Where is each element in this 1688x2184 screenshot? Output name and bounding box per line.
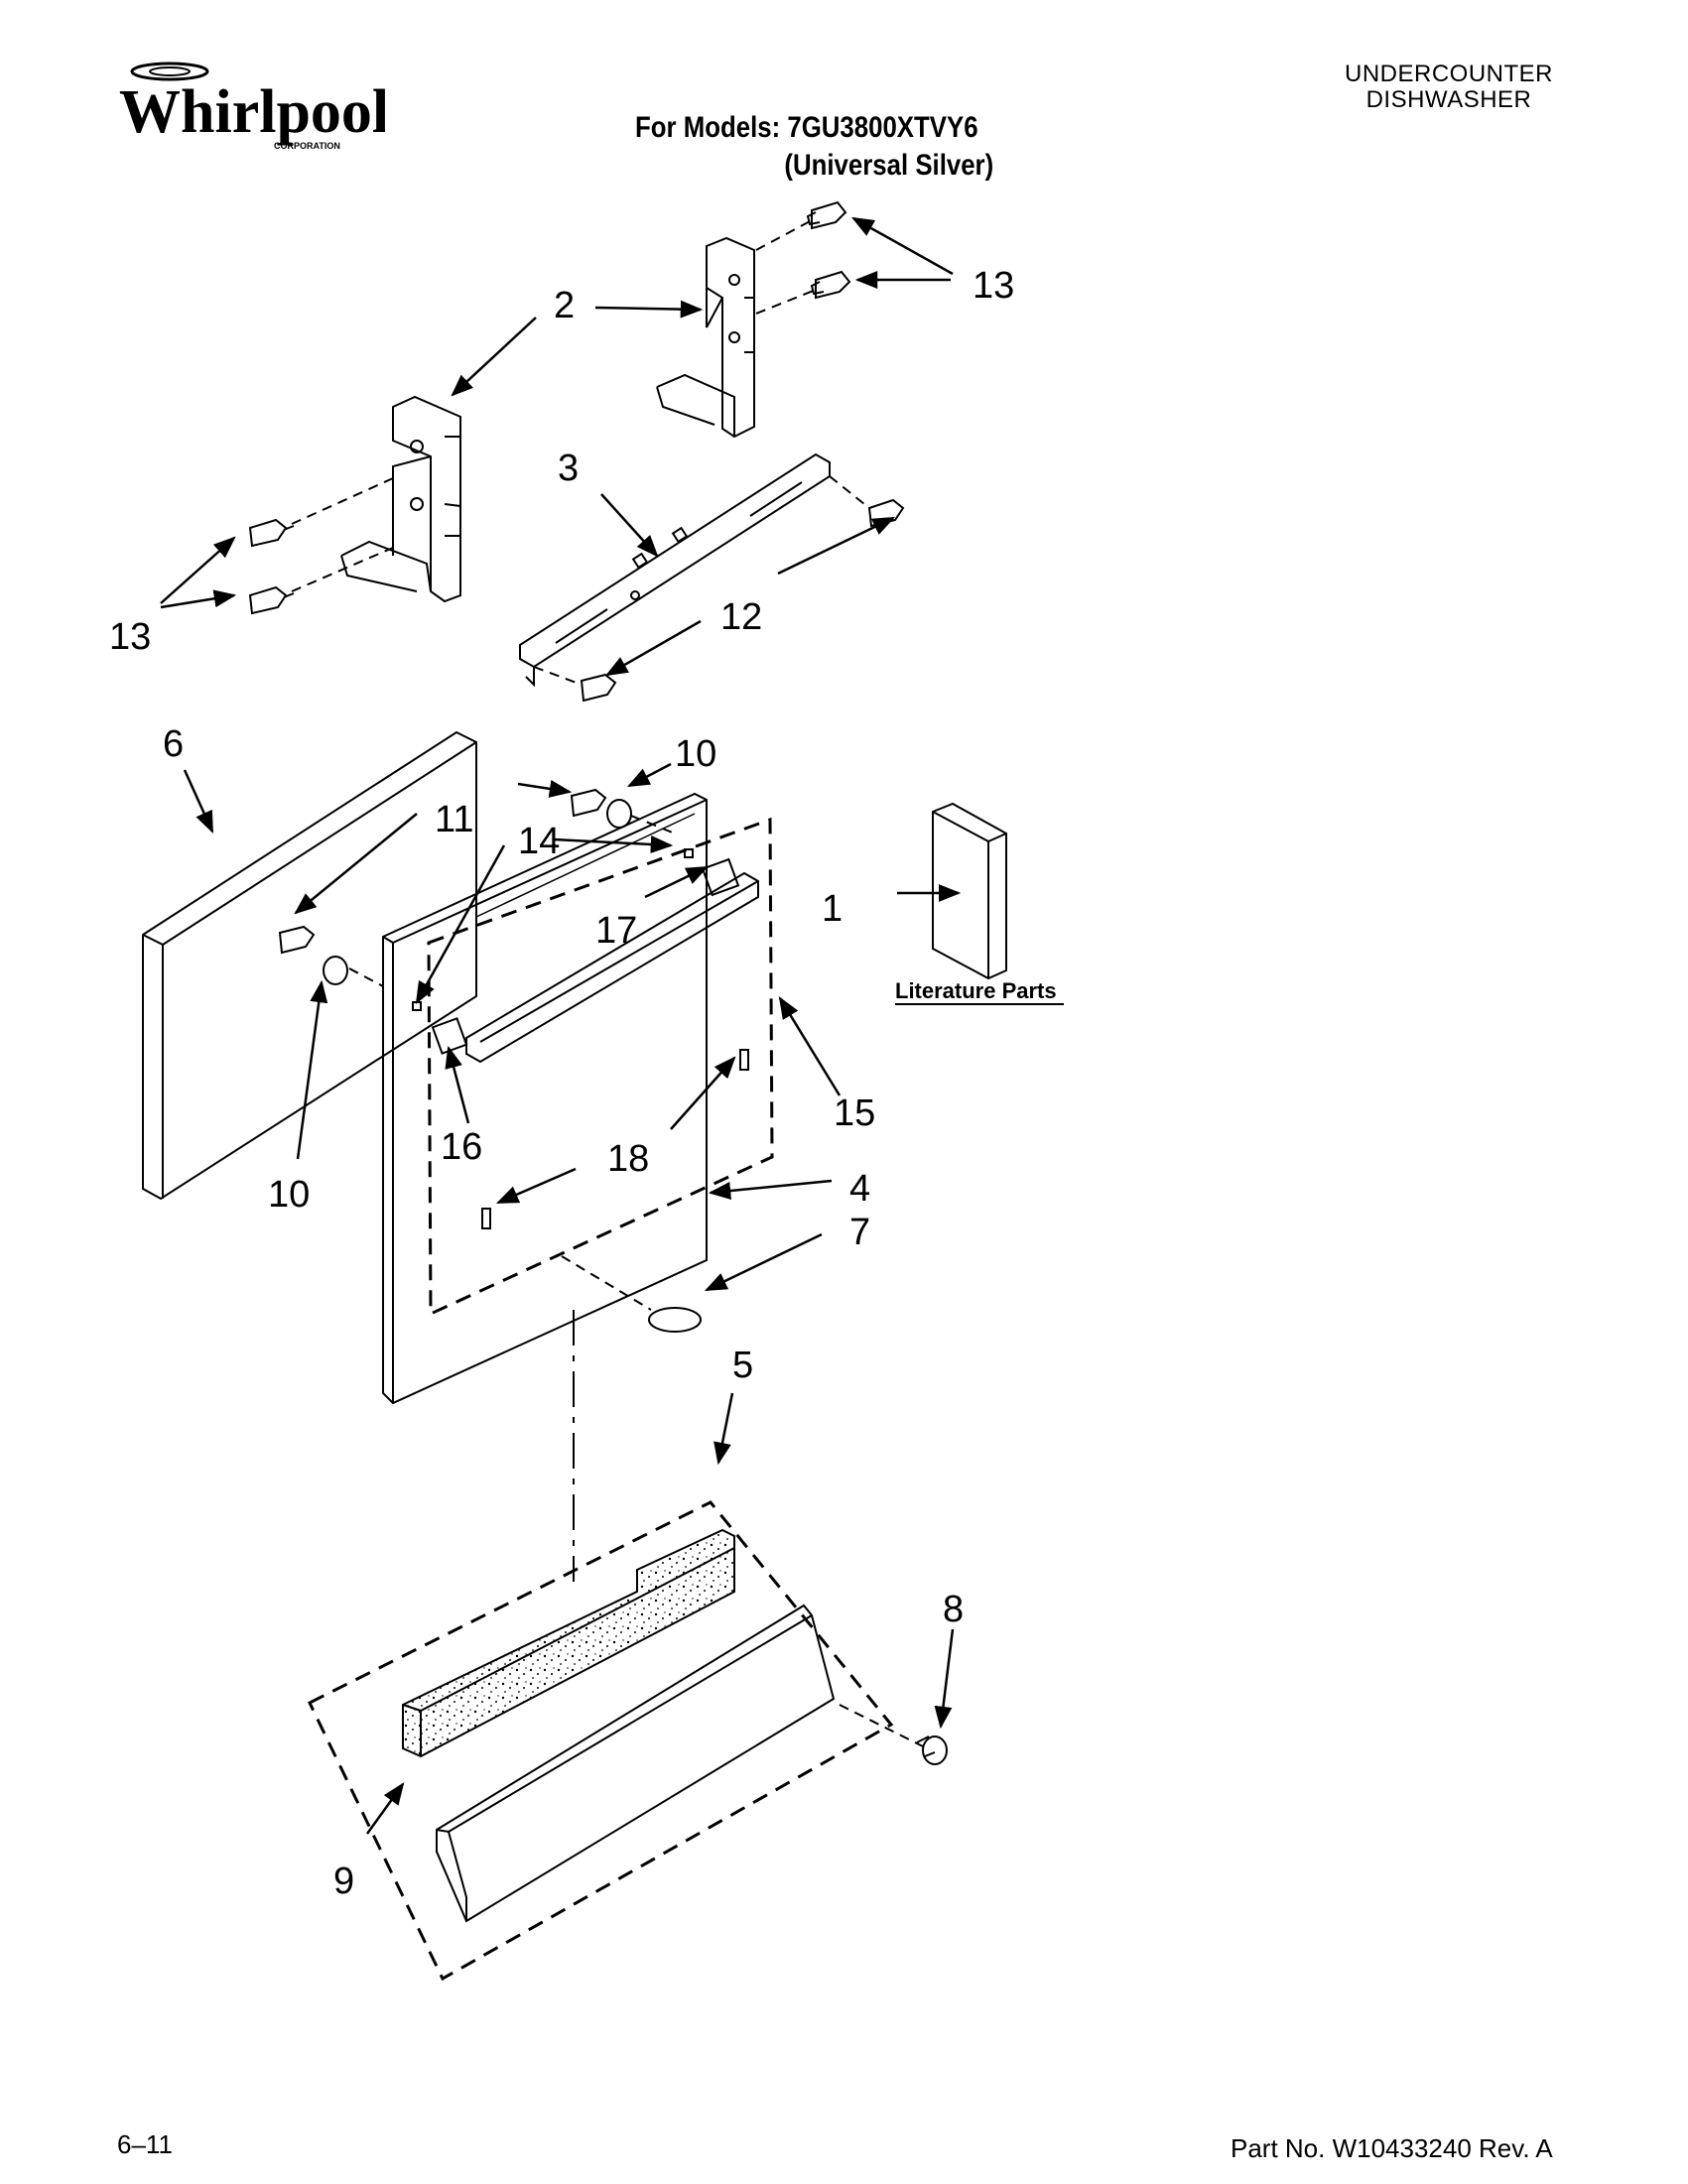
model-color: (Universal Silver): [784, 149, 994, 182]
logo-subtext: CORPORATION: [274, 141, 340, 151]
foam-strip: [402, 1528, 735, 1758]
callout-9: 9: [333, 1861, 354, 1902]
callout-11: 11: [435, 799, 473, 840]
pin-14-right: [684, 848, 694, 858]
part-number: Part No. W10433240 Rev. A: [1231, 2133, 1553, 2163]
callout-13-right: 13: [973, 265, 1014, 307]
callout-13-left: 13: [109, 616, 151, 658]
screw-13-upper-right: [806, 200, 847, 230]
model-heading: For Models: 7GU3800XTVY6 (Universal Silv…: [635, 109, 993, 185]
page-code: 6–11: [117, 2129, 173, 2159]
callout-17: 17: [595, 910, 637, 952]
handle-bracket-right: [701, 857, 740, 897]
callout-1: 1: [822, 888, 843, 930]
oval-plug: [648, 1307, 702, 1333]
logo-wordmark: Whirlpool: [119, 78, 385, 146]
screw-11-right: [570, 788, 607, 818]
model-number: For Models: 7GU3800XTVY6: [635, 111, 978, 144]
screw-13-upper-left: [248, 518, 295, 548]
literature-parts-booklet: [932, 802, 1007, 980]
screw-12-right: [867, 498, 905, 528]
mounting-bracket-right: [656, 236, 755, 439]
door-frame-dashed: [427, 817, 774, 1317]
callout-6: 6: [163, 723, 184, 765]
door-handle: [465, 871, 759, 1064]
callout-2: 2: [554, 285, 575, 326]
pin-14-left: [412, 1001, 422, 1011]
screw-13-lower-left: [248, 585, 295, 615]
screw-8: [916, 1735, 948, 1765]
callout-15: 15: [834, 1092, 875, 1134]
callout-10-upper: 10: [675, 733, 716, 775]
product-line-1: UNDERCOUNTER: [1345, 61, 1553, 87]
callout-14: 14: [518, 821, 560, 862]
screw-11-left: [278, 925, 316, 955]
pin-18-upper: [739, 1049, 749, 1071]
callout-5: 5: [732, 1345, 753, 1386]
callout-18: 18: [607, 1138, 649, 1180]
toe-kick-kit-outline: [308, 1500, 894, 1982]
mounting-bracket-left: [340, 395, 461, 603]
screw-12-left: [580, 673, 617, 703]
whirlpool-logo: Whirlpool CORPORATION: [119, 62, 385, 151]
callout-10-lower: 10: [268, 1174, 310, 1216]
product-type: UNDERCOUNTER DISHWASHER: [1300, 62, 1598, 113]
washer-10-left: [323, 956, 348, 985]
washer-10-right: [606, 799, 632, 829]
callout-3: 3: [558, 448, 579, 489]
callout-16: 16: [441, 1126, 482, 1168]
pin-18-lower: [481, 1208, 491, 1229]
callout-4: 4: [849, 1168, 870, 1210]
callout-12: 12: [720, 596, 762, 638]
inner-door: [382, 792, 708, 1405]
callout-7: 7: [849, 1212, 870, 1253]
product-line-2: DISHWASHER: [1365, 86, 1532, 113]
screw-13-lower-right: [810, 270, 851, 300]
literature-parts-label: Literature Parts: [895, 978, 1057, 1003]
toe-panel: [436, 1604, 836, 1923]
door-panel-outer: [142, 730, 477, 1201]
callout-8: 8: [943, 1589, 964, 1630]
